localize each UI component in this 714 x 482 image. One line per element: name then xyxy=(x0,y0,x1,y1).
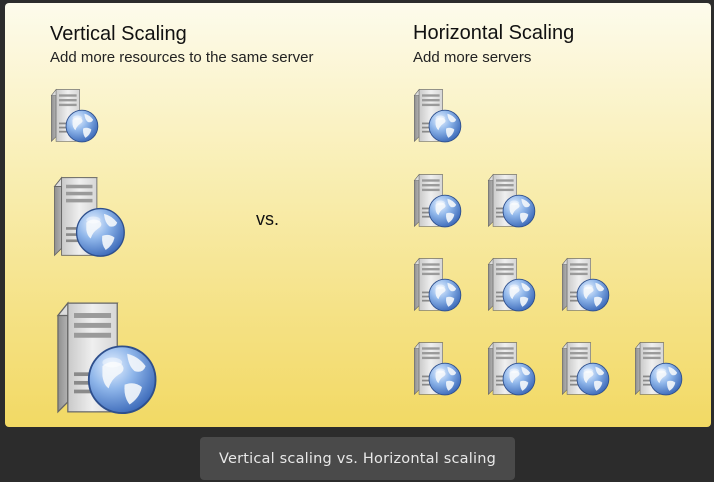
server-icon xyxy=(413,174,462,228)
horizontal-scaling-title: Horizontal Scaling xyxy=(413,22,575,44)
horizontal-scaling-subtitle: Add more servers xyxy=(413,49,532,66)
vertical-scaling-subtitle: Add more resources to the same server xyxy=(50,49,314,66)
server-icon xyxy=(561,342,610,396)
server-icon xyxy=(487,342,536,396)
server-icon-medium xyxy=(53,177,125,257)
image-caption: Vertical scaling vs. Horizontal scaling xyxy=(200,437,515,480)
server-icon xyxy=(413,258,462,312)
vertical-scaling-title: Vertical Scaling xyxy=(50,23,187,45)
server-icon-small xyxy=(50,89,99,143)
server-icon xyxy=(487,174,536,228)
server-icon xyxy=(487,258,536,312)
server-icon xyxy=(413,89,462,143)
server-icon xyxy=(634,342,683,396)
diagram-canvas: Vertical Scaling Add more resources to t… xyxy=(5,3,711,427)
server-icon xyxy=(413,342,462,396)
server-icon-large xyxy=(57,302,157,415)
server-icon xyxy=(561,258,610,312)
versus-label: vs. xyxy=(256,209,280,229)
